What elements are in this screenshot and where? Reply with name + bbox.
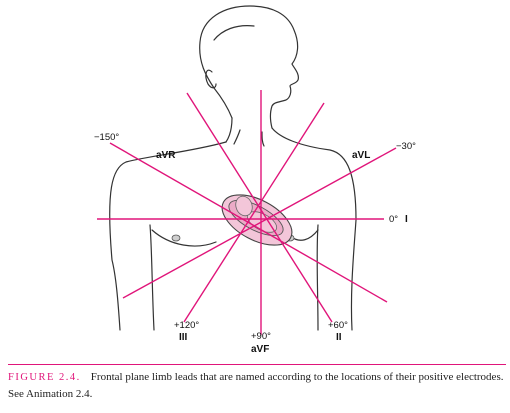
heart-icon bbox=[221, 194, 293, 246]
left-nipple bbox=[171, 234, 181, 242]
label-aVL: aVL bbox=[352, 150, 370, 161]
figure-caption: FIGURE 2.4.Frontal plane limb leads that… bbox=[8, 369, 508, 402]
lead-aVL-axis bbox=[122, 147, 397, 299]
lead-lines bbox=[97, 90, 397, 335]
label-minus150: −150° bbox=[94, 132, 119, 143]
hexaxial-diagram: −150° aVR aVL −30° 0° I +120° III +90° a… bbox=[94, 5, 416, 355]
label-lead-II: II bbox=[336, 332, 342, 343]
label-plus120: +120° bbox=[174, 320, 199, 331]
caption-rule bbox=[8, 364, 506, 366]
label-lead-I: I bbox=[405, 214, 408, 225]
caption-text: Frontal plane limb leads that are named … bbox=[8, 371, 504, 400]
lead-III-axis bbox=[183, 102, 325, 323]
label-aVR: aVR bbox=[156, 150, 176, 161]
label-aVF: aVF bbox=[251, 344, 269, 355]
lead-II-axis bbox=[186, 92, 333, 323]
label-plus60: +60° bbox=[328, 320, 348, 331]
lead-aVR-axis bbox=[109, 142, 388, 303]
label-minus30: −30° bbox=[396, 141, 416, 152]
figure-label: FIGURE 2.4. bbox=[8, 372, 81, 383]
torso-outline bbox=[109, 5, 357, 331]
label-plus90: +90° bbox=[251, 331, 271, 342]
label-zero: 0° bbox=[389, 214, 398, 225]
label-lead-III: III bbox=[179, 332, 188, 343]
